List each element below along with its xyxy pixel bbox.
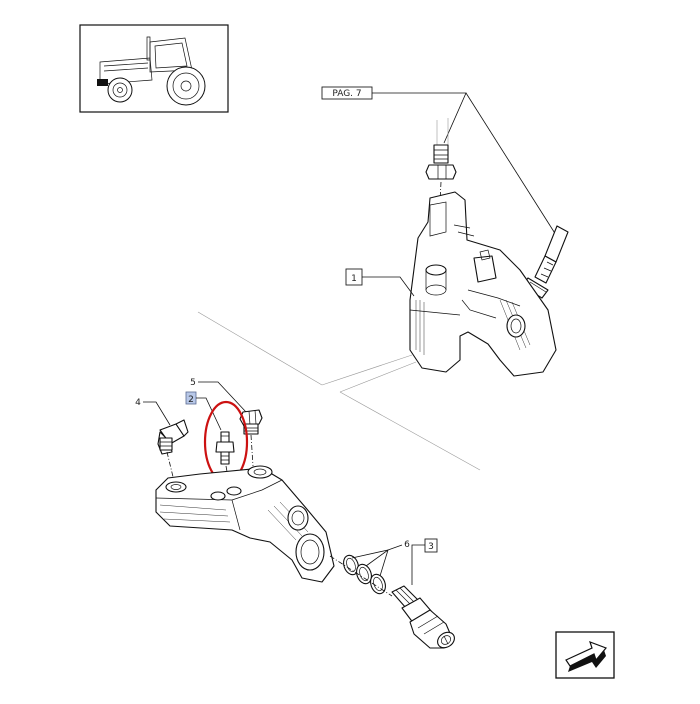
section-line-d [339, 361, 417, 393]
leader-page-ref-b [465, 92, 557, 236]
section-line-b [321, 354, 413, 386]
solenoid-valve [391, 585, 455, 649]
leader-callout-3 [411, 544, 425, 585]
lower-manifold-housing [155, 465, 335, 583]
section-line-a [197, 311, 323, 386]
pipe-fitting-upper [425, 118, 457, 180]
callout-2-label: 2 [188, 395, 194, 405]
callout-1-label: 1 [351, 274, 357, 284]
leader-callout-6-a [351, 544, 403, 559]
leader-callout-4 [143, 401, 171, 426]
section-line-c [339, 391, 481, 471]
callout-1[interactable]: 1 [345, 268, 363, 286]
leader-callout-2 [196, 397, 222, 431]
callout-3-label: 3 [428, 542, 434, 552]
valve-body-assembly [409, 191, 557, 377]
leader-callout-6-c [379, 549, 389, 577]
pressure-sensor-highlighted[interactable] [215, 431, 235, 465]
straight-fitting [239, 409, 263, 435]
callout-2[interactable]: 2 [185, 391, 197, 405]
tractor-thumbnail-icon[interactable] [79, 24, 229, 113]
callout-5-label[interactable]: 5 [190, 378, 196, 388]
next-page-arrow-icon[interactable] [555, 631, 615, 679]
leader-page-ref-a [372, 92, 467, 144]
elbow-fitting [157, 419, 189, 455]
o-ring-set [343, 554, 386, 595]
callout-6-label[interactable]: 6 [404, 540, 410, 550]
callout-4-label[interactable]: 4 [135, 398, 141, 408]
leader-callout-5 [198, 381, 247, 413]
page-reference-callout[interactable]: PAG. 7 [321, 86, 373, 100]
axis-straight-fitting [250, 434, 254, 467]
axis-solenoid [329, 555, 393, 597]
callout-3[interactable]: 3 [424, 538, 438, 553]
leader-callout-6-b [365, 549, 389, 567]
page-reference-label: PAG. 7 [332, 89, 361, 99]
leader-callout-1 [362, 276, 415, 297]
